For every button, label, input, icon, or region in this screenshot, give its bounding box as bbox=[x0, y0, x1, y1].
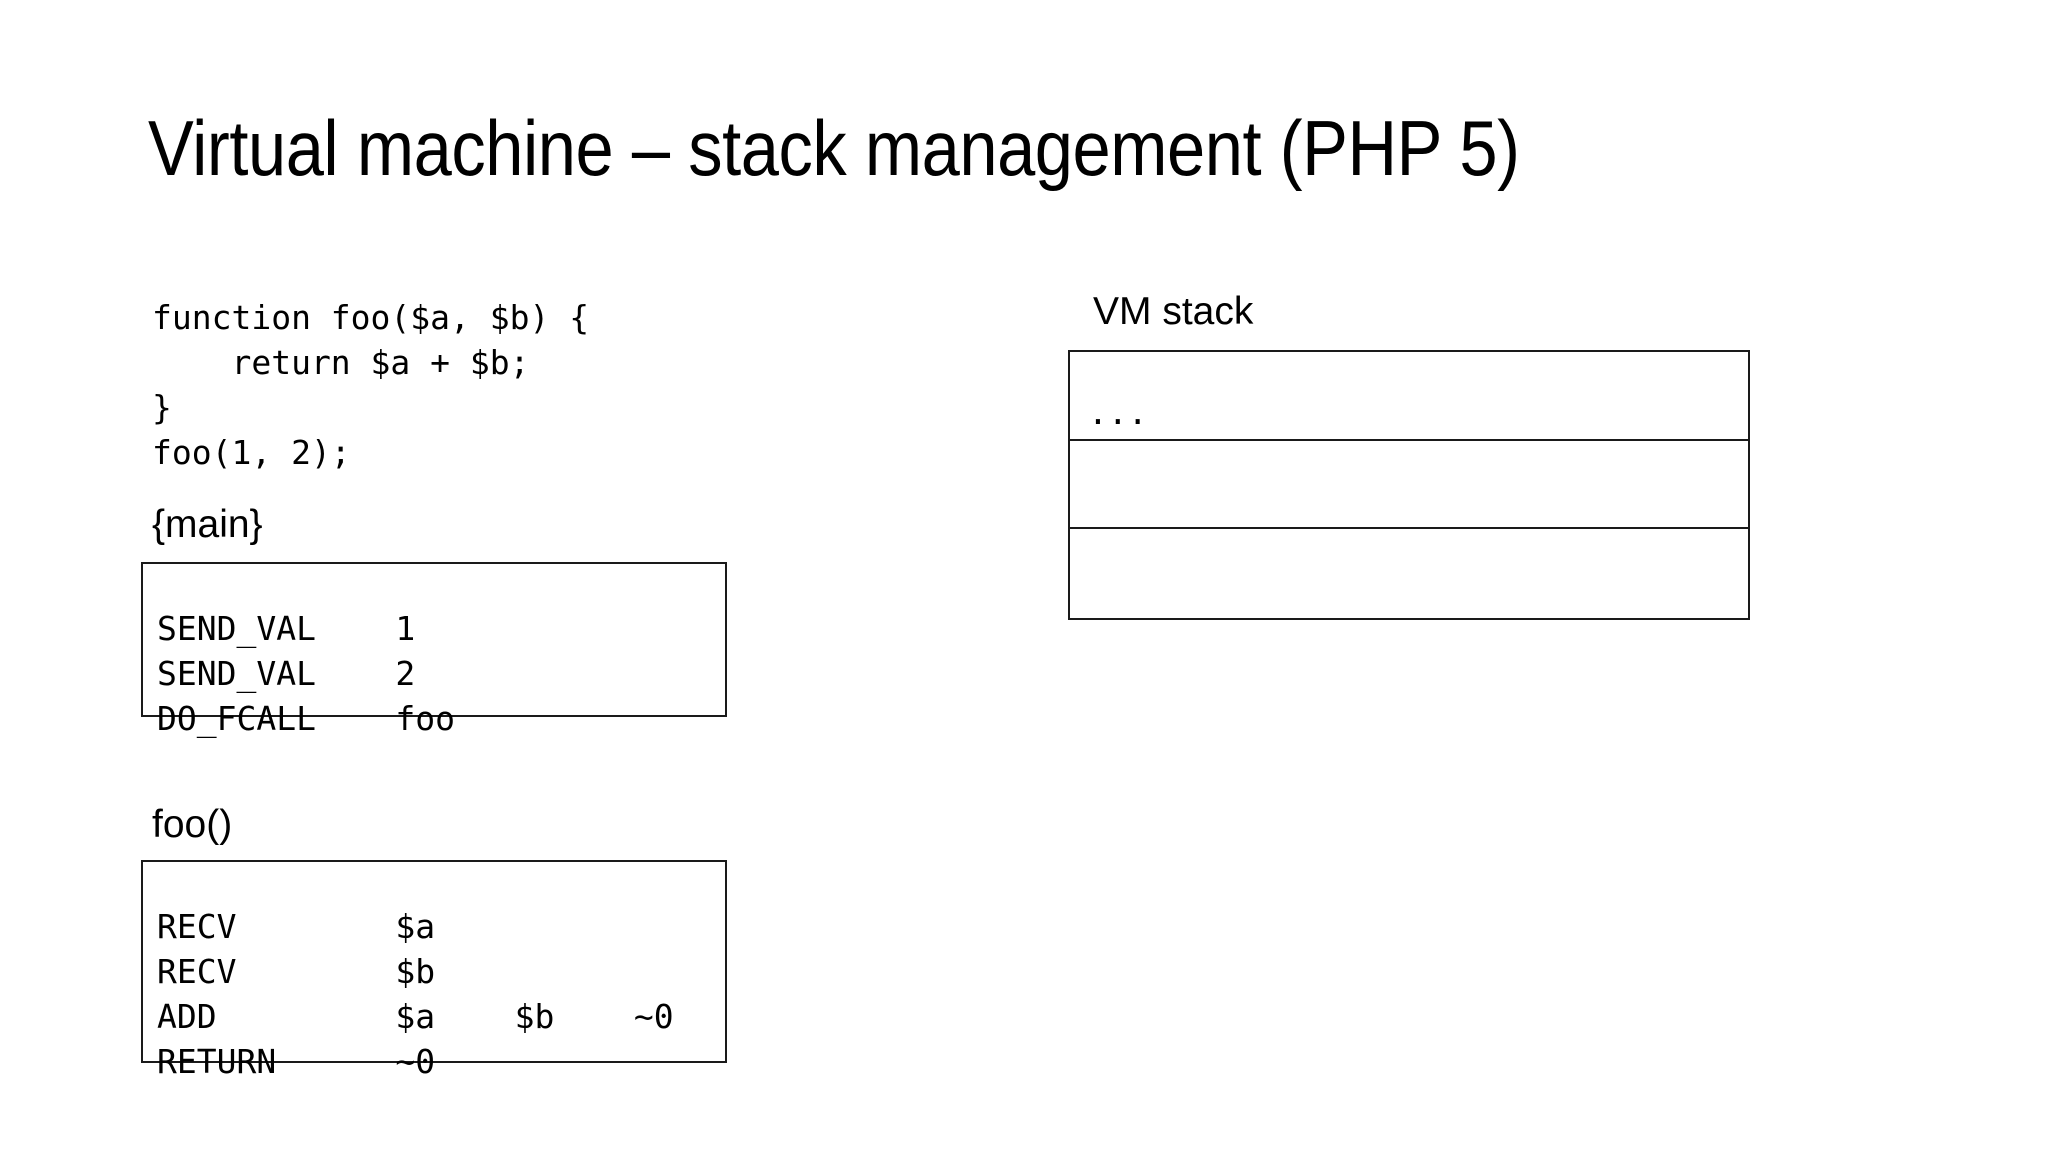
vm-stack-table: ... bbox=[1068, 350, 1750, 620]
main-opcode-table: SEND_VAL 1 SEND_VAL 2 DO_FCALL foo bbox=[141, 562, 727, 738]
page-title: Virtual machine – stack management (PHP … bbox=[148, 104, 1520, 192]
php-source-code-block: function foo($a, $b) { return $a + $b; }… bbox=[152, 298, 590, 472]
vm-stack-frame-slot bbox=[1070, 529, 1748, 618]
main-opcode-rows: SEND_VAL 1 SEND_VAL 2 DO_FCALL foo bbox=[157, 609, 456, 738]
vm-stack-label: VM stack bbox=[1093, 290, 1254, 333]
foo-opcode-rows: RECV $a RECV $b ADD $a $b ~0 RETURN ~0 bbox=[157, 907, 674, 1081]
vm-stack-frame-slot bbox=[1070, 441, 1748, 530]
main-block-label: {main} bbox=[152, 503, 263, 546]
vm-stack-frame-label: ... bbox=[1088, 392, 1148, 432]
vm-stack-frame-slot: ... bbox=[1070, 352, 1748, 441]
foo-block-label: foo() bbox=[152, 803, 233, 846]
foo-opcode-table: RECV $a RECV $b ADD $a $b ~0 RETURN ~0 bbox=[141, 860, 727, 1081]
